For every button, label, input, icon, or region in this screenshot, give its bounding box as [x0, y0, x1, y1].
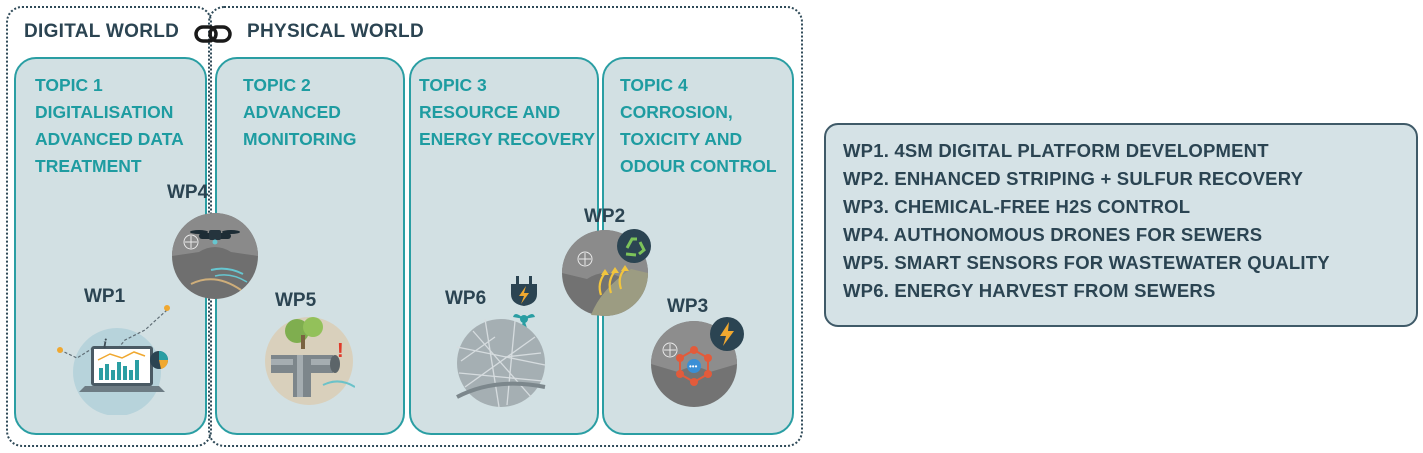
wp5-pipes-sensor-icon: ! [263, 315, 356, 412]
wp4-label: WP4 [167, 182, 209, 203]
wp6-plug-icon [507, 276, 541, 321]
topic-2-title: TOPIC 2 ADVANCED MONITORING [243, 75, 357, 149]
legend-item-wp4: WP4. AUTHONOMOUS DRONES FOR SEWERS [843, 224, 1263, 245]
digital-world-label: DIGITAL WORLD [24, 21, 180, 42]
wp5-label: WP5 [275, 290, 317, 311]
lightning-icon [709, 316, 745, 357]
legend-item-wp2: WP2. ENHANCED STRIPING + SULFUR RECOVERY [843, 168, 1304, 189]
legend-item-wp5: WP5. SMART SENSORS FOR WASTEWATER QUALIT… [843, 252, 1330, 273]
recycle-icon [616, 228, 652, 269]
legend-item-wp1: WP1. 4SM DIGITAL PLATFORM DEVELOPMENT [843, 140, 1269, 161]
legend-item-wp3: WP3. CHEMICAL-FREE H2S CONTROL [843, 196, 1191, 217]
wp3-label: WP3 [667, 296, 709, 317]
work-package-legend: WP1. 4SM DIGITAL PLATFORM DEVELOPMENT WP… [824, 123, 1418, 327]
topic-3-title: TOPIC 3 RESOURCE AND ENERGY RECOVERY [419, 75, 596, 149]
wp2-label: WP2 [584, 206, 626, 227]
wp1-laptop-dashboard-icon: i [55, 300, 180, 420]
svg-text:!: ! [337, 340, 344, 362]
topic-1-title: TOPIC 1 DIGITALISATION ADVANCED DATA TRE… [35, 75, 184, 176]
physical-world-label: PHYSICAL WORLD [247, 21, 424, 42]
topic-4-title: TOPIC 4 CORROSION, TOXICITY AND ODOUR CO… [620, 75, 777, 176]
wp6-label: WP6 [445, 288, 487, 309]
wp4-drone-icon [171, 212, 259, 305]
chain-link-icon [194, 23, 232, 50]
svg-text:i: i [103, 337, 107, 352]
legend-item-wp6: WP6. ENERGY HARVEST FROM SEWERS [843, 280, 1216, 301]
wp1-label: WP1 [84, 286, 126, 307]
svg-text:•••: ••• [689, 362, 698, 371]
wp6-city-map-icon [455, 317, 547, 414]
